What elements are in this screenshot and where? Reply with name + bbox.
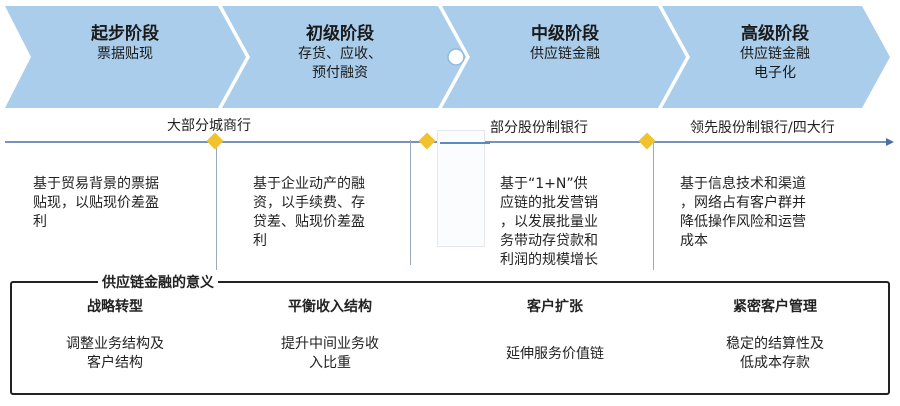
significance-head-3: 客户扩张 — [527, 299, 583, 315]
stage-divider-circle — [447, 48, 465, 66]
stage-chevron-4 — [662, 6, 890, 108]
significance-box — [10, 281, 890, 395]
stage-4-subtitle-1: 供应链金融 — [740, 46, 810, 62]
description-1: 基于贸易背景的票据 贴现，以贴现价差盈 利 — [33, 176, 159, 230]
significance-text-2: 提升中间业务收 入比重 — [281, 336, 379, 371]
stage-2-subtitle-2: 预付融资 — [312, 65, 368, 81]
description-4: 基于信息技术和渠道 ，网络占有客户群并 降低操作风险和运营 成本 — [680, 176, 806, 249]
description-2: 基于企业动产的融 资，以手续费、存 贷差、贴现价差盈 利 — [253, 176, 365, 249]
bank-label-3: 领先股份制银行/四大行 — [690, 120, 835, 136]
stage-1-subtitle: 票据贴现 — [97, 46, 153, 62]
significance-title: 供应链金融的意义 — [98, 272, 218, 292]
stage-chevron-1 — [5, 6, 246, 108]
stage-4-subtitle-2: 电子化 — [754, 65, 796, 81]
stage-chevron-2 — [222, 6, 466, 108]
significance-text-4: 稳定的结算性及 低成本存款 — [726, 336, 824, 371]
description-3: 基于“1+N”供 应链的批发营销 ，以发展批量业 务带动存贷款和 利润的规模增长 — [500, 176, 598, 268]
stage-2-title: 初级阶段 — [306, 24, 374, 44]
stage-chevrons — [5, 6, 890, 108]
placeholder-box — [437, 130, 485, 247]
stage-3-title: 中级阶段 — [531, 24, 599, 44]
stage-1-title: 起步阶段 — [91, 24, 159, 44]
bank-label-2: 部分股份制银行 — [490, 120, 588, 136]
significance-head-2: 平衡收入结构 — [288, 299, 372, 315]
significance-head-4: 紧密客户管理 — [733, 299, 817, 315]
divider-line-2 — [410, 140, 411, 265]
stage-chevron-3 — [442, 6, 686, 108]
stage-2-subtitle-1: 存货、应收、 — [298, 46, 382, 62]
significance-text-1: 调整业务结构及 客户结构 — [66, 336, 164, 371]
stage-4-title: 高级阶段 — [741, 24, 809, 44]
placeholder-underline — [440, 142, 490, 144]
stage-3-subtitle: 供应链金融 — [530, 46, 600, 62]
significance-text-3: 延伸服务价值链 — [506, 346, 604, 362]
divider-line-1 — [216, 140, 217, 270]
significance-head-1: 战略转型 — [87, 299, 143, 315]
bank-label-1: 大部分城商行 — [167, 118, 251, 134]
divider-line-3 — [653, 140, 654, 270]
